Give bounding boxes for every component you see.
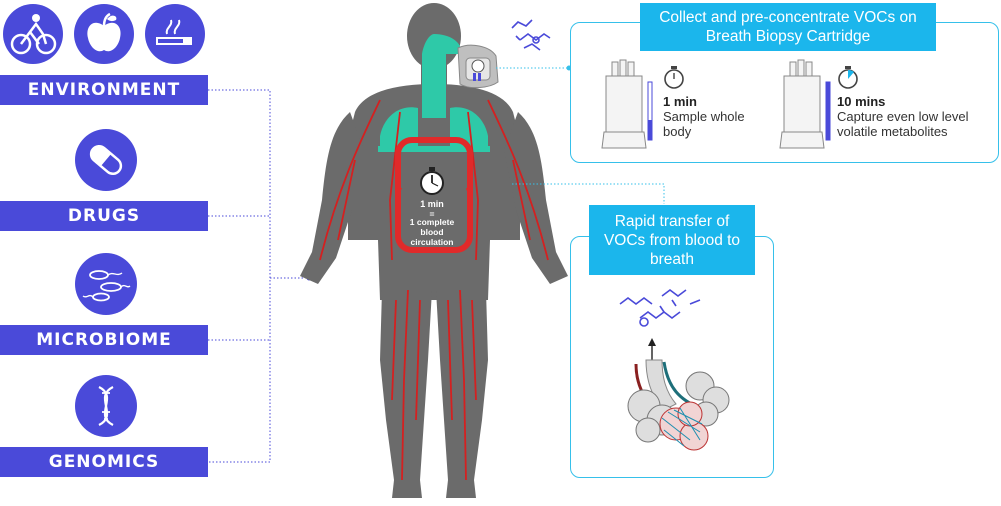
stat-value-1: 1 min xyxy=(663,94,697,109)
dna-icon xyxy=(75,375,137,437)
bacteria-icon xyxy=(75,253,137,315)
stat-description-1: Sample whole body xyxy=(663,109,745,139)
apple-icon xyxy=(74,4,134,64)
circulation-duration: 1 min xyxy=(420,199,444,209)
circulation-description: 1 complete blood circulation xyxy=(409,217,455,247)
category-environment: ENVIRONMENT xyxy=(0,75,208,105)
category-drugs: DRUGS xyxy=(0,201,208,231)
category-genomics: GENOMICS xyxy=(0,447,208,477)
cigarette-icon xyxy=(145,4,205,64)
category-microbiome: MICROBIOME xyxy=(0,325,208,355)
collect-panel-title: Collect and pre-concentrate VOCs on Brea… xyxy=(640,3,936,51)
stat-value-2: 10 mins xyxy=(837,94,886,109)
stat-description-2: Capture even low level volatile metaboli… xyxy=(837,109,969,139)
bicycle-icon xyxy=(3,4,63,64)
transfer-panel-title: Rapid transfer of VOCs from blood to bre… xyxy=(589,205,755,275)
pill-capsule-icon xyxy=(75,129,137,191)
circulation-equals: = xyxy=(429,209,435,219)
